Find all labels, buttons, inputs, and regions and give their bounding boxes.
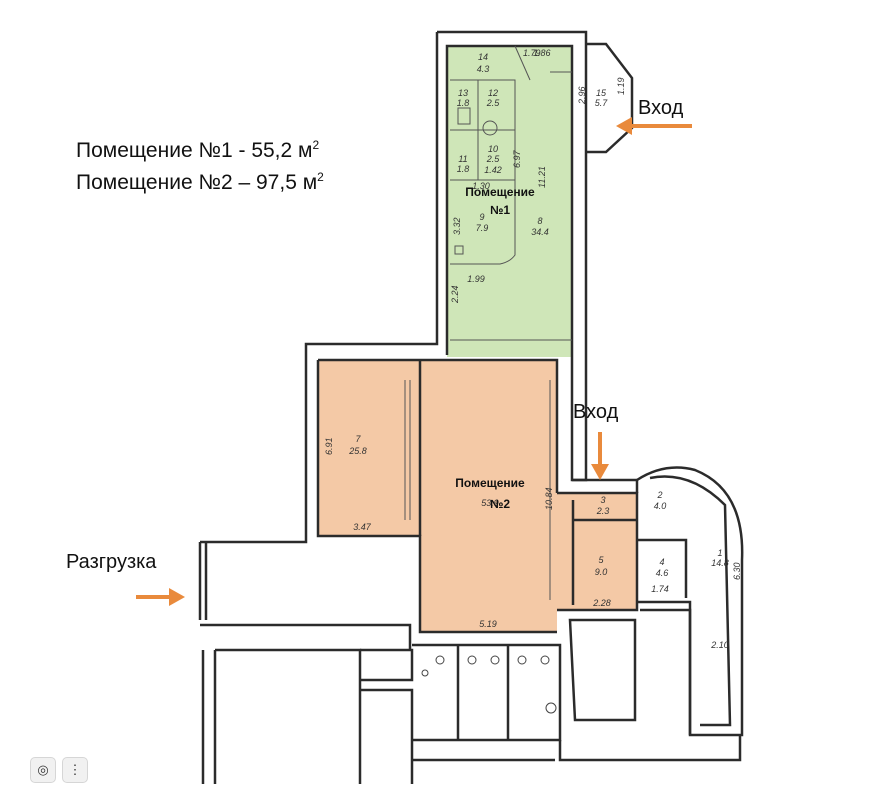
fixtures xyxy=(421,655,557,714)
dim-text: 12 xyxy=(488,88,498,98)
legend-sq-1: 2 xyxy=(312,138,320,152)
dim-text: 53.9 xyxy=(481,498,499,508)
camera-button[interactable]: ◎ xyxy=(30,757,56,783)
legend-room-2: Помещение №2 – 97,5 м2 xyxy=(76,170,324,195)
dim-text: 1.74 xyxy=(651,584,669,594)
dim-text: 3 xyxy=(600,495,605,505)
dim-text: 15 xyxy=(596,88,607,98)
dim-text: 3.32 xyxy=(452,217,462,235)
legend-sq-2: 2 xyxy=(317,170,324,184)
dim-text: 2.3 xyxy=(596,506,610,516)
camera-icon: ◎ xyxy=(37,762,49,777)
dim-text: 2.10 xyxy=(710,640,729,650)
dim-text: 2.5 xyxy=(486,154,501,164)
dim-text: 7 xyxy=(355,434,361,444)
legend-room-1: Помещение №1 - 55,2 м2 xyxy=(76,138,319,163)
dim-text: 1.19 xyxy=(616,77,626,95)
legend-room-1-text: Помещение №1 - 55,2 м xyxy=(76,139,313,162)
dim-text: 1.30 xyxy=(472,181,490,191)
dim-text: 7.9 xyxy=(476,223,489,233)
dim-text: 10 xyxy=(488,144,498,154)
dim-text: 14.8 xyxy=(711,558,729,568)
more-button[interactable]: ⋮ xyxy=(62,757,88,783)
entrance-middle-arrow xyxy=(591,432,609,480)
dim-text: 13 xyxy=(458,88,468,98)
dim-text: 5.7 xyxy=(595,98,609,108)
dim-text: 6.30 xyxy=(732,562,742,580)
entrance-top-arrow xyxy=(616,117,692,135)
unloading-label: Разгрузка xyxy=(66,551,157,573)
room-1-partitions xyxy=(450,45,572,341)
dim-text: 1.8 xyxy=(457,98,470,108)
room-2-title: Помещение xyxy=(455,476,525,490)
legend-room-2-text: Помещение №2 – 97,5 м xyxy=(76,171,318,194)
dim-text: 6.91 xyxy=(324,437,334,455)
dim-text: 2.5 xyxy=(486,98,501,108)
dim-text: 2.28 xyxy=(592,598,611,608)
dim-text: 14 xyxy=(478,52,488,62)
dim-text: 34.4 xyxy=(531,227,549,237)
dim-text: 9 xyxy=(479,212,484,222)
dim-text: 4 xyxy=(659,557,664,567)
room-titles: Помещение №1 Помещение №2 xyxy=(455,185,535,511)
room-2-area xyxy=(318,360,637,632)
dim-text: 1.42 xyxy=(484,165,502,175)
dim-text: 5.19 xyxy=(479,619,497,629)
walls xyxy=(198,30,744,784)
dim-text: 1 xyxy=(717,548,722,558)
room-2-number: №2 xyxy=(490,497,510,511)
room-1-number: №1 xyxy=(490,203,510,217)
unloading-arrow xyxy=(136,588,185,606)
dim-text: 2.24 xyxy=(450,285,460,304)
entrance-middle-label: Вход xyxy=(573,401,619,423)
more-icon: ⋮ xyxy=(68,762,82,777)
room-1-title: Помещение xyxy=(465,185,535,199)
dimension-labels: 14 4.3 1.79 1.86 13 1.8 12 2.5 11 1.8 10… xyxy=(324,48,742,650)
dim-text: 1.99 xyxy=(467,274,485,284)
dim-text: 5 xyxy=(598,555,604,565)
dim-text: 6.97 xyxy=(512,149,522,168)
dim-text: 4.3 xyxy=(477,64,490,74)
dim-text: 4.0 xyxy=(654,501,667,511)
dim-text: 11 xyxy=(458,154,467,164)
dim-text: 25.8 xyxy=(348,446,367,456)
dim-text: 1.8 xyxy=(457,164,470,174)
dim-text: 2 xyxy=(656,490,662,500)
dim-text: 11.21 xyxy=(537,166,547,188)
dim-text: 3.47 xyxy=(353,522,372,532)
dim-text: 1.86 xyxy=(533,48,551,58)
dim-text: 8 xyxy=(537,216,542,226)
dim-text: 2.96 xyxy=(577,86,587,105)
entrance-top-label: Вход xyxy=(638,97,684,119)
dim-text: 9.0 xyxy=(595,567,608,577)
dim-text: 1.79 xyxy=(523,48,541,58)
dim-text: 10.84 xyxy=(544,487,554,510)
dim-text: 4.6 xyxy=(656,568,669,578)
arrows xyxy=(136,117,692,606)
room-2-partitions xyxy=(404,380,551,600)
